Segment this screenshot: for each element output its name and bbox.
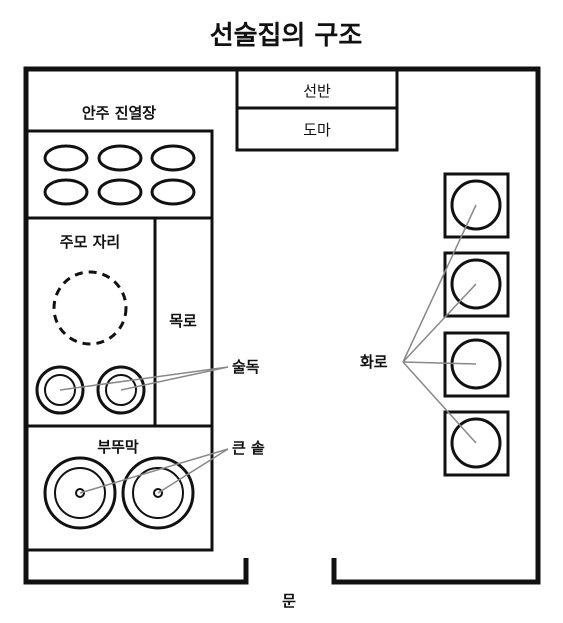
leader-line-jar [120, 366, 229, 391]
leader-line-brazier [402, 204, 477, 363]
liquor-jar-inner [44, 374, 76, 406]
pot-center [75, 488, 85, 498]
brazier-circle [450, 417, 502, 469]
leader-line-brazier [402, 361, 477, 444]
left-section [24, 129, 214, 552]
liquor-jar-inner [105, 374, 137, 406]
brazier-box [443, 410, 510, 477]
pot-inner [54, 467, 106, 519]
label-shelf: 선반 [303, 82, 331, 100]
label-big-pots: 큰 솥 [232, 439, 265, 457]
diagram-title: 선술집의 구조 [210, 21, 363, 51]
leader-line-pot [79, 448, 229, 494]
barmaid-seat-circle [52, 270, 128, 346]
pot-center [153, 488, 163, 498]
big-pots [43, 456, 195, 530]
dish-oval [43, 178, 89, 206]
liquor-jar-outer [96, 365, 146, 415]
brazier-box [443, 331, 510, 398]
brazier-circle [450, 179, 502, 231]
dish-oval [150, 178, 196, 206]
pot-inner [132, 467, 184, 519]
leader-line-brazier [402, 361, 477, 365]
label-door: 문 [282, 592, 296, 610]
label-barmaid-seat: 주모 자리 [60, 233, 120, 251]
brazier-box [443, 172, 510, 239]
label-braziers: 화로 [360, 353, 388, 371]
pot-outer [121, 456, 195, 530]
brazier-box [443, 251, 510, 318]
dish-oval [97, 178, 143, 206]
leader-line-jar [59, 366, 229, 391]
leader-line-brazier [402, 283, 477, 363]
brazier-circle [450, 258, 502, 310]
label-bar-counter: 목로 [169, 312, 197, 330]
dish-oval [150, 144, 196, 172]
label-liquor-jars: 술독 [232, 358, 260, 376]
shelf-board-group [235, 67, 399, 152]
dish-oval [43, 144, 89, 172]
leader-lines [59, 204, 477, 494]
pot-outer [43, 456, 117, 530]
braziers [443, 172, 510, 477]
kitchen-box [24, 424, 214, 552]
dish-oval [97, 144, 143, 172]
leader-line-pot [157, 448, 229, 494]
liquor-jars [35, 365, 146, 415]
label-cutting-board: 도마 [303, 121, 331, 139]
label-kitchen: 부뚜막 [97, 438, 139, 456]
display-dishes [43, 144, 196, 206]
liquor-jar-outer [35, 365, 85, 415]
label-liquor-display: 안주 진열장 [82, 104, 156, 122]
